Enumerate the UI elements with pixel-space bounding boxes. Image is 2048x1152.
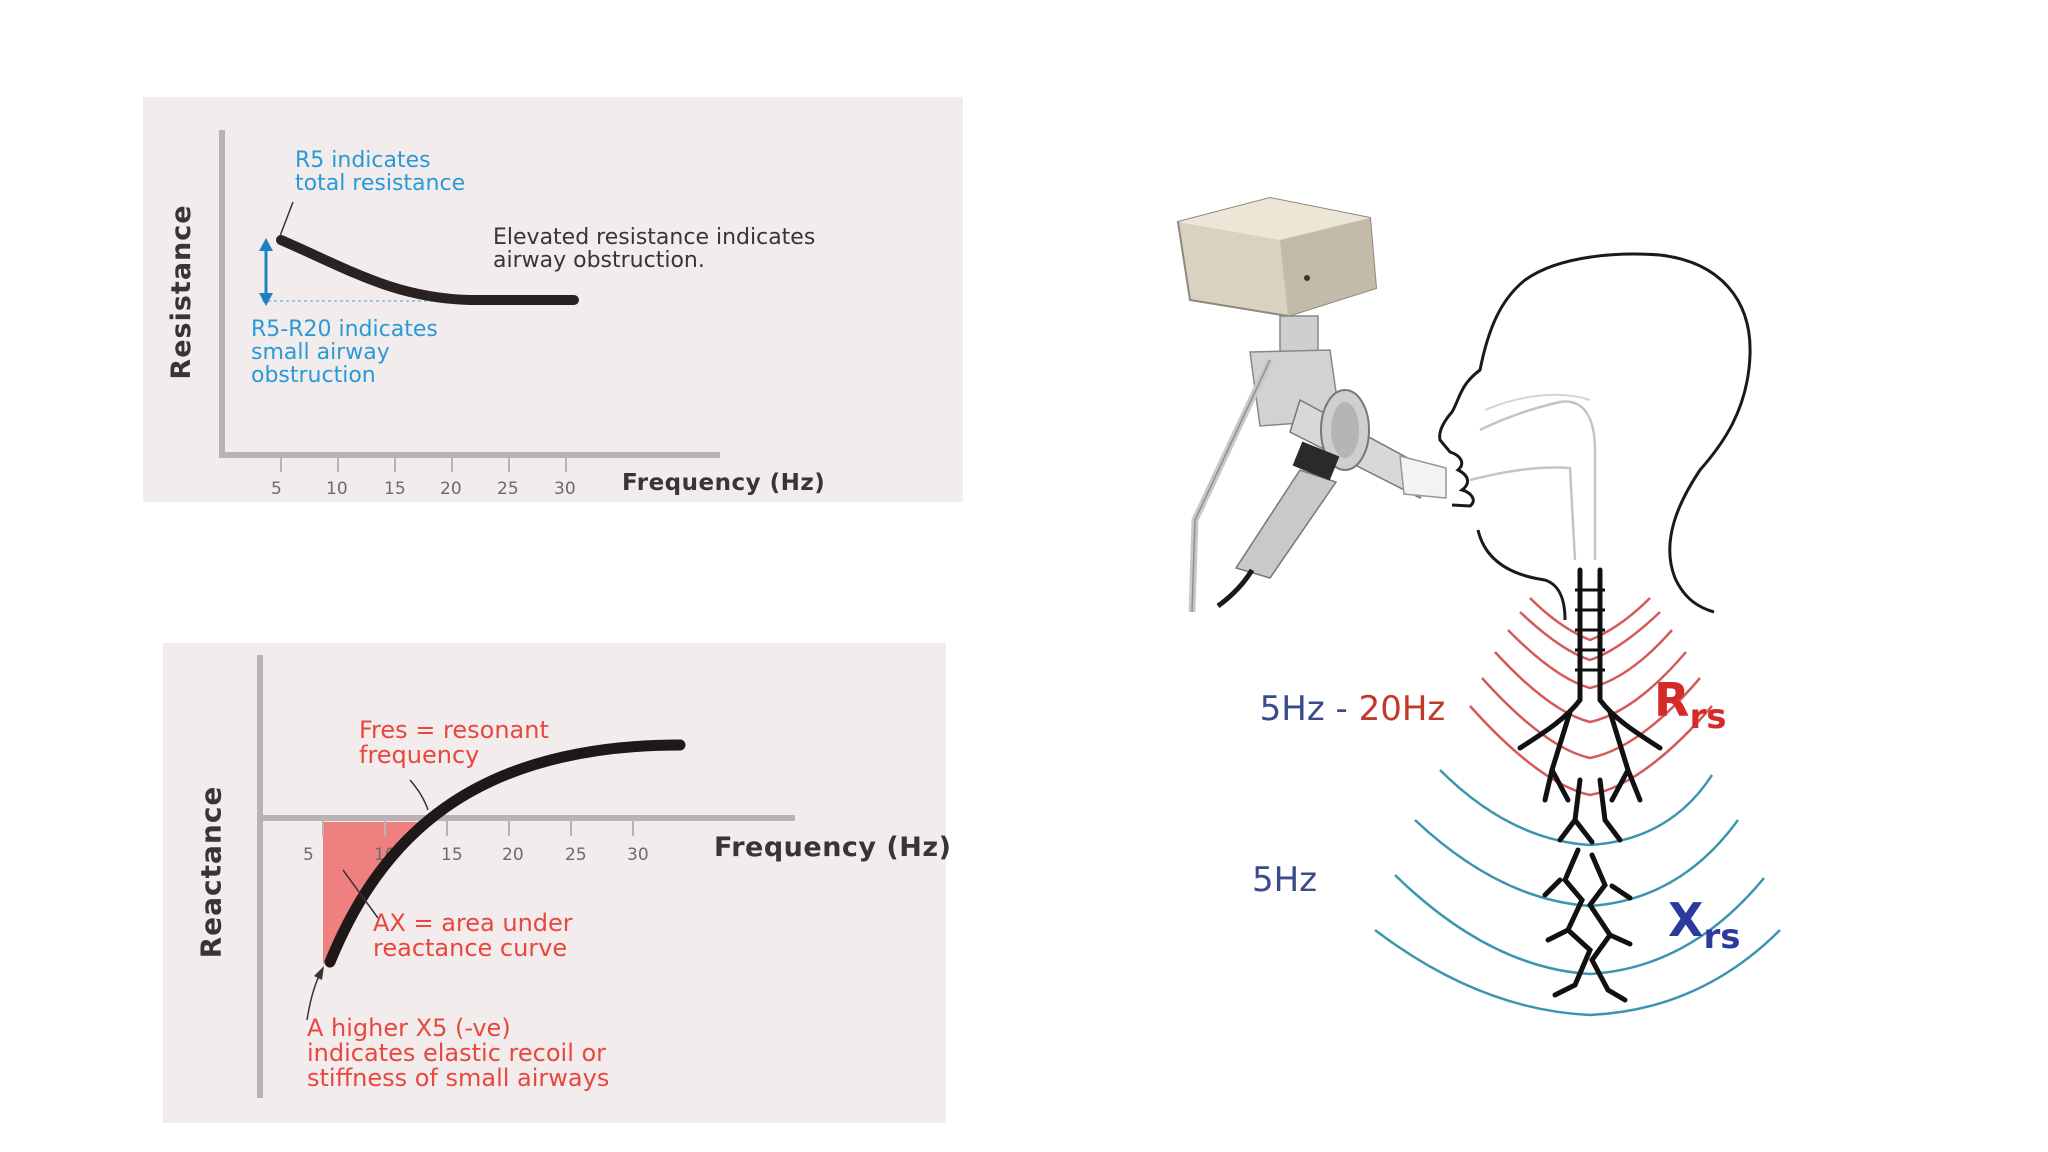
reactance-tick-25: 25 xyxy=(565,845,587,865)
frequency-range-end: 20Hz xyxy=(1358,688,1446,729)
bronchial-tree-fine xyxy=(1575,588,1605,672)
resistance-ticks xyxy=(280,455,567,472)
resistance-tick-5: 5 xyxy=(271,479,282,499)
x5-annotation: A higher X5 (-ve) indicates elastic reco… xyxy=(307,1014,610,1093)
reactance-tick-30: 30 xyxy=(627,845,649,865)
reactance-ticks xyxy=(322,818,634,836)
resistance-x-label: Frequency (Hz) xyxy=(622,470,826,496)
resistance-tick-30: 30 xyxy=(554,479,576,499)
r5-pointer-line xyxy=(279,201,294,237)
resistance-tick-10: 10 xyxy=(326,479,348,499)
fres-annotation: Fres = resonant frequency xyxy=(359,716,549,770)
reactance-chart-panel xyxy=(163,643,946,1123)
head-outline xyxy=(1438,252,1752,614)
r5-r20-annotation: R5-R20 indicates small airway obstructio… xyxy=(251,317,438,389)
ax-shaded-area xyxy=(323,822,420,965)
neck-outline xyxy=(1476,529,1567,621)
bronchial-tree xyxy=(1517,567,1663,1003)
frequency-range-separator: - xyxy=(1324,688,1359,729)
ax-annotation: AX = area under reactance curve xyxy=(373,909,573,963)
r5-annotation: R5 indicates total resistance xyxy=(295,148,466,197)
rrs-label: Rrs xyxy=(1622,628,1726,735)
rrs-label-main: R xyxy=(1654,673,1690,728)
reactance-tick-15: 15 xyxy=(441,845,463,865)
reactance-tick-20: 20 xyxy=(502,845,524,865)
frequency-range-label: 5Hz - 20Hz xyxy=(1238,656,1446,729)
fres-pointer-line xyxy=(409,779,429,811)
xrs-label-main: X xyxy=(1668,893,1704,948)
xrs-label-sub: rs xyxy=(1703,917,1741,958)
resistance-tick-20: 20 xyxy=(440,479,462,499)
elevated-resistance-annotation: Elevated resistance indicates airway obs… xyxy=(493,225,816,274)
resistance-tick-25: 25 xyxy=(497,479,519,499)
rrs-label-sub: rs xyxy=(1689,697,1727,738)
airway-outline xyxy=(1469,400,1597,561)
oscillometry-device xyxy=(1176,196,1447,613)
reactance-tick-5: 5 xyxy=(303,845,314,865)
xrs-label: Xrs xyxy=(1636,848,1740,955)
frequency-range-start: 5Hz xyxy=(1259,688,1325,729)
resistance-curve xyxy=(276,235,579,305)
resistance-tick-15: 15 xyxy=(384,479,406,499)
reactance-x-label: Frequency (Hz) xyxy=(714,832,952,863)
xrs-frequency-label: 5Hz xyxy=(1252,860,1318,900)
reactance-curve xyxy=(324,739,686,968)
ax-pointer-line xyxy=(342,869,379,919)
rrs-waves xyxy=(1469,597,1713,797)
